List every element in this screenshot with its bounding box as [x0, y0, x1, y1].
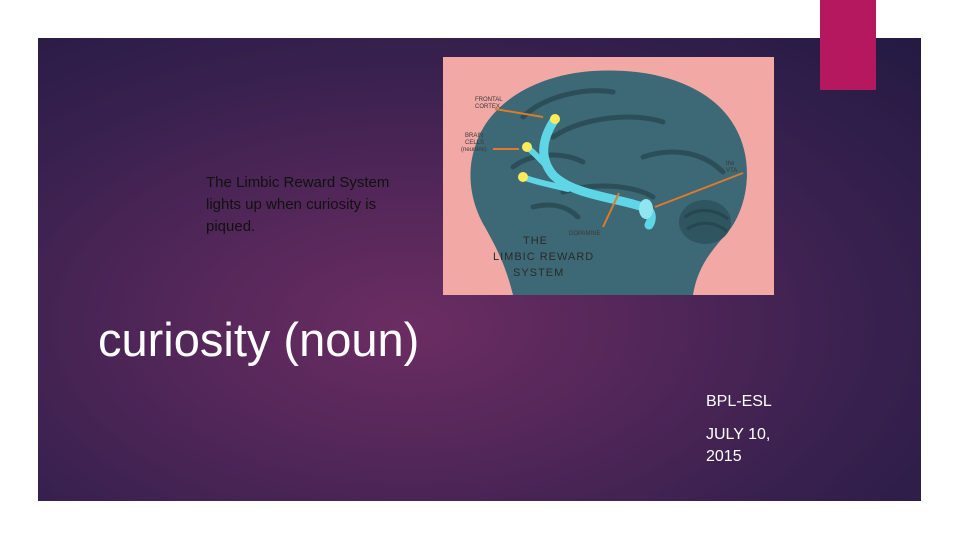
slide-title: curiosity (noun) — [98, 313, 420, 366]
svg-text:VTA: VTA — [726, 168, 737, 174]
svg-text:SYSTEM: SYSTEM — [513, 267, 564, 279]
image-caption: The Limbic Reward System lights up when … — [206, 172, 436, 238]
svg-text:CELLS: CELLS — [465, 140, 484, 146]
svg-text:the: the — [726, 161, 735, 167]
svg-text:BRAIN: BRAIN — [465, 133, 483, 139]
subtitle-org: BPL-ESL — [706, 393, 772, 410]
svg-text:CORTEX: CORTEX — [475, 104, 500, 110]
accent-tab — [820, 0, 876, 90]
caption-line: lights up when curiosity is — [206, 196, 377, 213]
caption-line: piqued. — [206, 218, 256, 235]
svg-text:DOPAMINE: DOPAMINE — [569, 231, 601, 237]
svg-text:THE: THE — [523, 235, 548, 247]
subtitle-date: JULY 10, 2015 — [706, 426, 771, 465]
svg-text:LIMBIC REWARD: LIMBIC REWARD — [493, 251, 594, 263]
caption-line: The Limbic Reward System — [206, 174, 390, 191]
svg-text:FRONTAL: FRONTAL — [475, 97, 503, 103]
svg-text:(neurons): (neurons) — [461, 147, 487, 153]
limbic-reward-illustration: FRONTAL CORTEX BRAIN CELLS (neurons) the… — [443, 57, 774, 296]
